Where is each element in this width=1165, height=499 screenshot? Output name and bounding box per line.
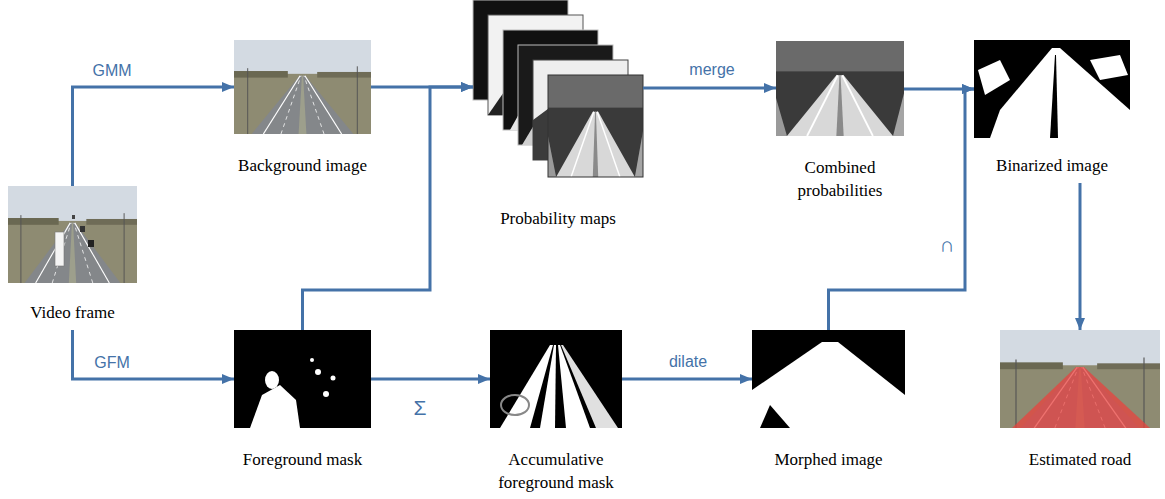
binarized-picture: [974, 40, 1130, 138]
image-caption: Probability maps: [473, 207, 643, 230]
flow-arrow: [73, 330, 235, 379]
image-node: Combined probabilities: [776, 41, 904, 136]
image-caption: Accumulative foreground mask: [493, 448, 619, 494]
image-node: Morphed image: [752, 330, 905, 428]
image-node: Background image: [234, 40, 371, 134]
edge-label: GFM: [92, 354, 132, 372]
background-picture: [234, 40, 371, 134]
video-frame-picture: [8, 186, 137, 283]
image-caption: Foreground mask: [218, 448, 388, 471]
image-node: Accumulative foreground mask: [490, 330, 622, 428]
image-caption: Video frame: [8, 301, 138, 324]
foreground-mask-picture: [234, 330, 371, 428]
accumulative-mask-picture: [490, 330, 622, 428]
flow-arrow: [1079, 183, 1082, 330]
image-node: Binarized image: [974, 40, 1130, 138]
estimated-road-picture: [1000, 330, 1160, 428]
edge-label: merge: [687, 61, 736, 79]
image-caption: Morphed image: [744, 448, 914, 471]
edge-label: GMM: [90, 62, 133, 80]
flow-arrow: [643, 87, 776, 90]
flow-arrow: [622, 378, 752, 381]
flow-arrow: [303, 87, 474, 330]
image-caption: Estimated road: [1000, 448, 1160, 471]
flow-arrow: [371, 378, 490, 381]
image-caption: Background image: [218, 154, 388, 177]
image-caption: Combined probabilities: [784, 156, 896, 202]
flow-arrow: [73, 87, 235, 186]
image-node: Probability maps: [473, 0, 643, 177]
image-caption: Binarized image: [974, 154, 1130, 177]
edge-label: Σ: [412, 396, 429, 419]
flow-arrow: [829, 89, 975, 330]
image-node: Foreground mask: [234, 330, 371, 428]
edge-label: ∩: [937, 233, 956, 256]
image-node: Video frame: [8, 186, 137, 283]
combined-picture: [776, 41, 904, 136]
probability-stack-picture: [473, 0, 643, 177]
edge-label: dilate: [667, 353, 709, 371]
morphed-picture: [752, 330, 905, 428]
image-node: Estimated road: [1000, 330, 1160, 428]
